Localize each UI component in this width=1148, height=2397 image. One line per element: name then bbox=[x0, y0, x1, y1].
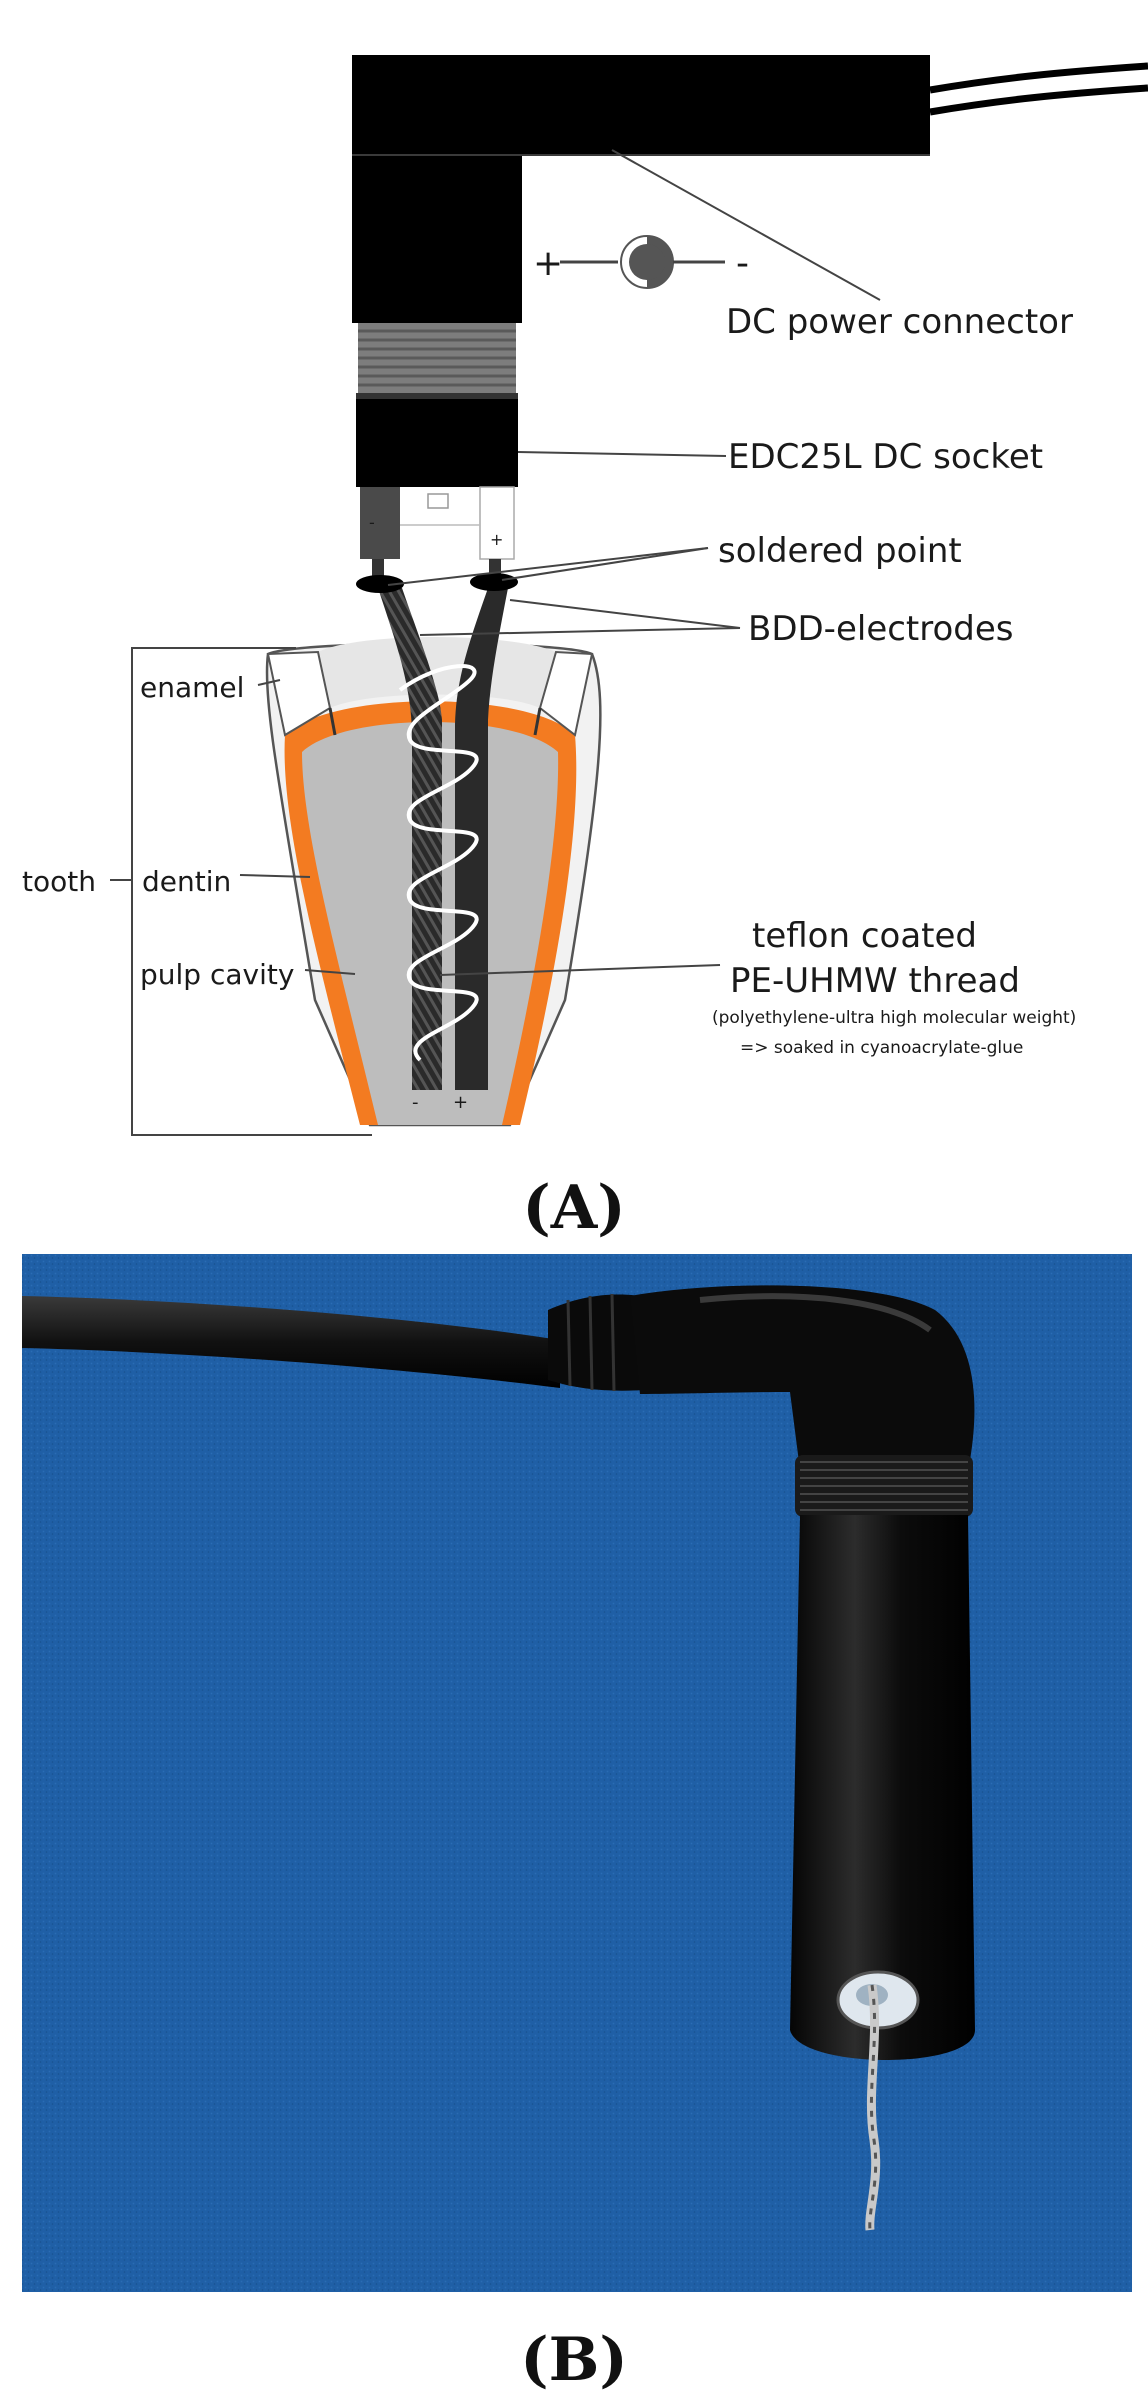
label-thread-note2: => soaked in cyanoacrylate-glue bbox=[740, 1038, 1023, 1058]
label-thread-line1: teflon coated bbox=[752, 916, 977, 956]
socket-terminals: - + bbox=[360, 486, 515, 560]
photo-cable bbox=[22, 1296, 560, 1388]
label-edc25l-socket: EDC25L DC socket bbox=[728, 437, 1043, 477]
photo-electrode-tip bbox=[865, 1984, 881, 2231]
polarity-symbol: + - bbox=[533, 235, 749, 289]
panel-a: + - bbox=[22, 55, 1148, 1243]
label-thread-note1: (polyethylene-ultra high molecular weigh… bbox=[712, 1008, 1076, 1028]
photo-plug-head bbox=[630, 1285, 975, 1470]
photo-barrel bbox=[790, 1515, 975, 2060]
panel-b: (B) bbox=[22, 1254, 1132, 2395]
label-pulp-cavity: pulp cavity bbox=[140, 958, 294, 991]
label-enamel: enamel bbox=[140, 671, 244, 704]
label-bdd-electrodes: BDD-electrodes bbox=[748, 609, 1014, 649]
label-soldered-point: soldered point bbox=[718, 531, 962, 571]
photo-strain-relief bbox=[548, 1293, 645, 1392]
edc25l-socket-shape bbox=[356, 393, 518, 487]
label-dentin: dentin bbox=[142, 865, 231, 898]
label-thread-line2: PE-UHMW thread bbox=[730, 961, 1020, 1001]
leader-lines bbox=[110, 149, 881, 1136]
threaded-ring bbox=[358, 323, 516, 393]
caption-b: (B) bbox=[520, 2325, 628, 2395]
tip-minus: - bbox=[412, 1092, 419, 1113]
socket-minus: - bbox=[369, 513, 375, 532]
socket-plus: + bbox=[490, 530, 503, 549]
polarity-minus: - bbox=[736, 243, 749, 284]
polarity-plus: + bbox=[533, 243, 563, 284]
tip-plus: + bbox=[453, 1092, 468, 1113]
label-dc-power-connector: DC power connector bbox=[726, 302, 1073, 342]
labels: DC power connector EDC25L DC socket sold… bbox=[22, 302, 1076, 1058]
dc-power-connector-shape bbox=[352, 55, 1148, 323]
caption-a: (A) bbox=[522, 1173, 625, 1243]
thread-shape bbox=[398, 664, 479, 1062]
label-tooth: tooth bbox=[22, 865, 96, 898]
photo-knurled-ring bbox=[795, 1455, 973, 1517]
